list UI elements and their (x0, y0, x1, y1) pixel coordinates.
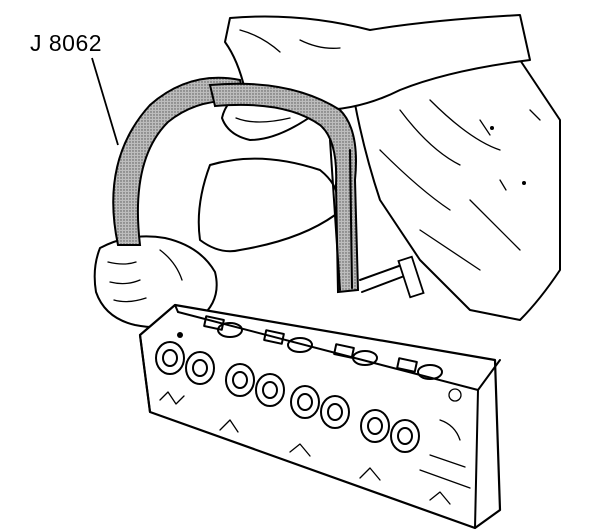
valve-springs (155, 341, 420, 453)
tool-callout-label: J 8062 (30, 30, 103, 56)
technician-sleeve (349, 56, 561, 321)
callout-leader-line (91, 57, 119, 146)
valve-spring-compressor (112, 76, 425, 299)
head-bolt-bosses (203, 315, 443, 380)
cylinder-head (138, 303, 502, 530)
lower-arm (93, 157, 339, 329)
